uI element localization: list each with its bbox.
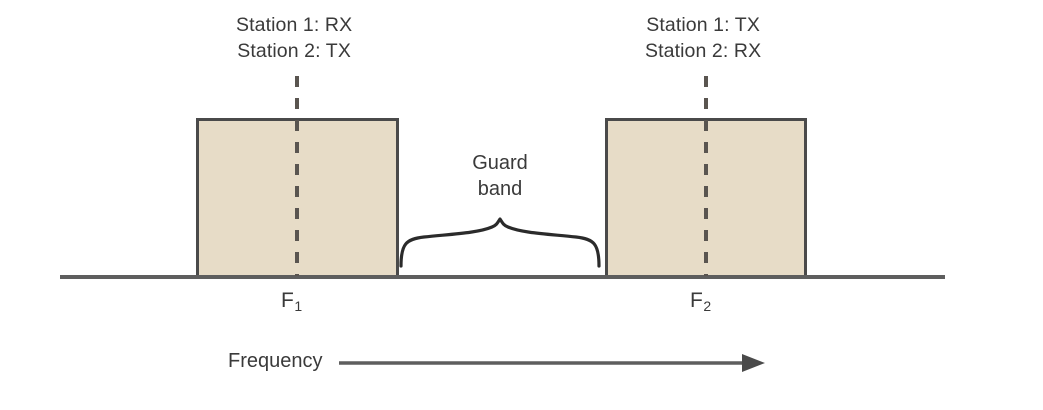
f1-tick-label: F1 [281, 287, 302, 315]
f1-symbol: F [281, 289, 294, 312]
guard-band-label: Guard band [452, 150, 548, 203]
guard-band-brace [399, 217, 601, 268]
right-station-line2: Station 2: RX [645, 39, 762, 62]
frequency-axis-label: Frequency [228, 350, 323, 372]
f2-tick-label: F2 [690, 287, 711, 315]
left-station-line1: Station 1: RX [236, 14, 353, 36]
f1-subscript: 1 [294, 298, 303, 314]
right-station-line1: Station 1: TX [646, 14, 760, 36]
left-station-annotation: Station 1: RX Station 2: TX [236, 13, 352, 64]
frequency-arrow-head [742, 354, 765, 372]
guard-band-line1: Guard [472, 152, 528, 174]
f2-symbol: F [690, 289, 703, 312]
f2-subscript: 2 [703, 298, 712, 314]
guard-band-line2: band [477, 178, 523, 201]
left-station-line2: Station 2: TX [237, 39, 351, 62]
right-station-annotation: Station 1: TX Station 2: RX [645, 13, 761, 64]
